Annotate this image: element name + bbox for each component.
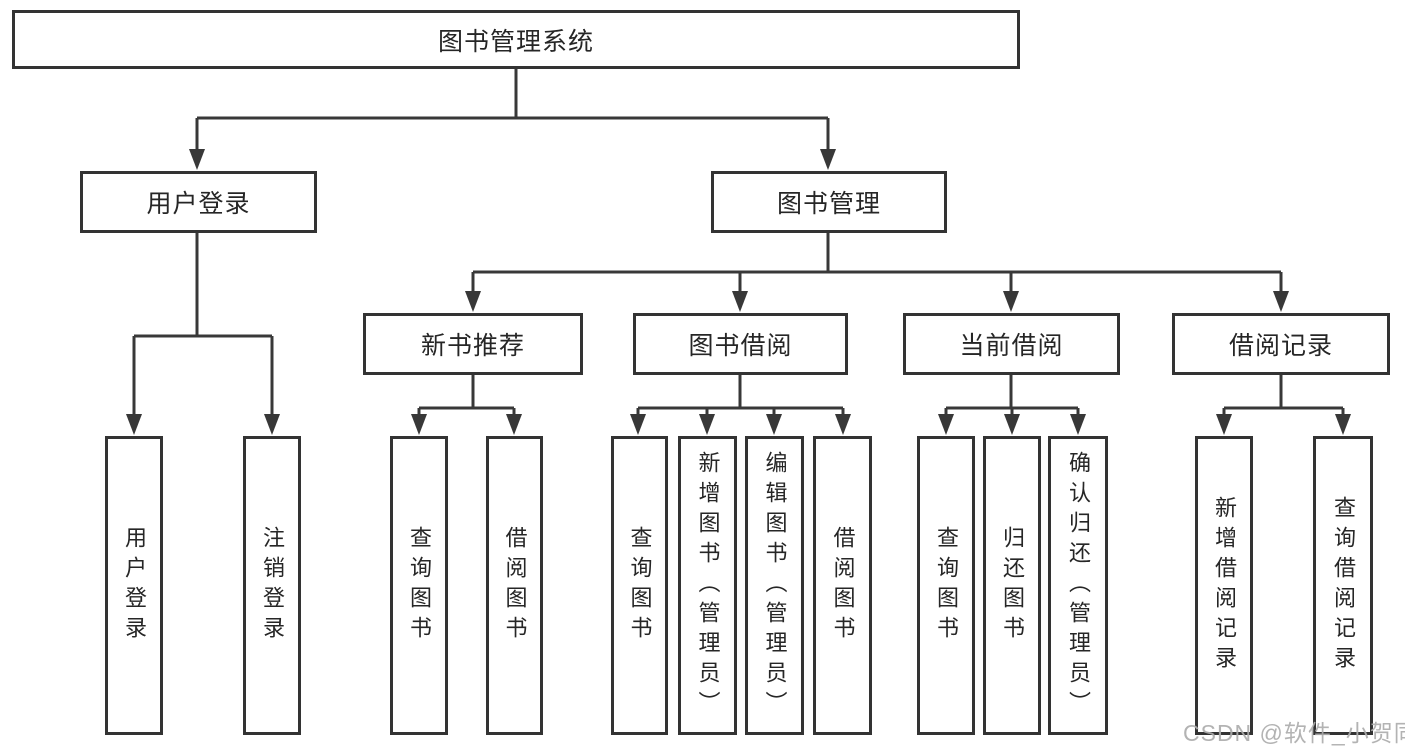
node-book-management-branch: 图书管理 bbox=[711, 171, 947, 233]
leaf-query-books-current: 查询图书 bbox=[917, 436, 975, 735]
leaf-add-books-admin: 新增图书（管理员） bbox=[678, 436, 737, 735]
leaf-return-books: 归还图书 bbox=[983, 436, 1041, 735]
leaf-user-login: 用户登录 bbox=[105, 436, 163, 735]
leaf-logout: 注销登录 bbox=[243, 436, 301, 735]
leaf-borrow-books-borrowing: 借阅图书 bbox=[813, 436, 872, 735]
leaf-confirm-return-admin: 确认归还（管理员） bbox=[1048, 436, 1108, 735]
node-borrowing-records: 借阅记录 bbox=[1172, 313, 1390, 375]
node-library-management-system: 图书管理系统 bbox=[12, 10, 1020, 69]
leaf-query-borrow-record: 查询借阅记录 bbox=[1313, 436, 1373, 735]
leaf-query-books-borrowing: 查询图书 bbox=[611, 436, 668, 735]
leaf-query-books-recommend: 查询图书 bbox=[390, 436, 448, 735]
node-user-login-branch: 用户登录 bbox=[80, 171, 317, 233]
arrowheads bbox=[126, 149, 1351, 435]
node-new-book-recommendation: 新书推荐 bbox=[363, 313, 583, 375]
csdn-watermark: CSDN @软件_小贺同学 bbox=[1183, 720, 1405, 746]
node-current-borrowing: 当前借阅 bbox=[903, 313, 1120, 375]
leaf-borrow-books-recommend: 借阅图书 bbox=[486, 436, 543, 735]
node-book-borrowing: 图书借阅 bbox=[633, 313, 848, 375]
leaf-edit-books-admin: 编辑图书（管理员） bbox=[745, 436, 804, 735]
leaf-add-borrow-record: 新增借阅记录 bbox=[1195, 436, 1253, 735]
